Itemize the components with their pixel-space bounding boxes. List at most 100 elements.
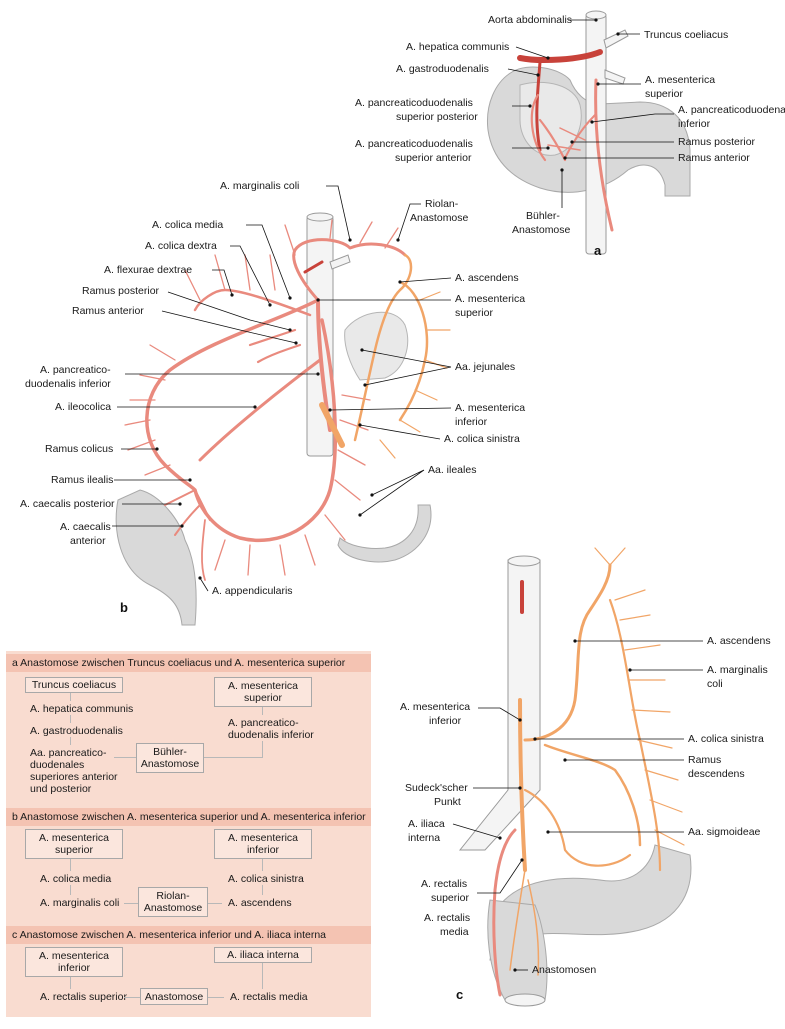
appendicularis [201, 519, 206, 581]
label-anastomosen: Anastomosen [532, 964, 596, 976]
connector [70, 737, 71, 745]
table-b-marg-coli: A. marginalis coli [40, 897, 120, 909]
dot [573, 639, 577, 643]
label-ascendens-c: A. ascendens [707, 635, 771, 647]
dot [536, 73, 540, 77]
dot [288, 296, 292, 300]
dot [518, 718, 522, 722]
label-pd-inferior-a-2: inferior [678, 118, 711, 130]
label-mes-sup-b-2: superior [455, 307, 493, 319]
dot [513, 968, 517, 972]
panel-a: a Aorta abdominalis Truncus coeliacus A.… [355, 10, 785, 258]
section-b-heading: b Anastomose zwischen A. mesenterica sup… [6, 808, 371, 826]
sma-origin-stub [303, 260, 324, 274]
label-sudeck-2: Punkt [434, 796, 461, 808]
dot [570, 140, 574, 144]
connector [204, 757, 263, 758]
leader [359, 424, 441, 440]
ileocolica-main [198, 358, 322, 462]
sma-a [594, 78, 614, 232]
label-iliaca-c: A. iliaca [408, 818, 445, 830]
connector [262, 859, 263, 871]
colica-sinistra-c [523, 563, 612, 742]
leader [515, 46, 549, 59]
connector [124, 903, 138, 904]
connector [262, 707, 263, 715]
truncus-stub [603, 29, 629, 49]
leader [452, 823, 501, 839]
label-appendicularis: A. appendicularis [212, 585, 293, 597]
label-riolan-2: Anastomose [410, 212, 469, 224]
panel-a-letter: a [594, 243, 602, 258]
label-truncus-coeliacus: Truncus coeliacus [644, 29, 728, 41]
dot [398, 280, 402, 284]
gastroduodenalis-artery [535, 60, 542, 152]
label-marg-coli-c: A. marginalis [707, 664, 768, 676]
leader [399, 277, 452, 283]
table-a-hep: A. hepatica communis [30, 703, 134, 715]
table-b-colica-media: A. colica media [40, 873, 112, 885]
colica-media-arc [292, 238, 407, 302]
anastomosis-summary-table: a Anastomose zwischen Truncus coeliacus … [6, 651, 371, 1017]
leader [591, 113, 674, 123]
dot [180, 524, 184, 528]
label-ramus-posterior-b: Ramus posterior [82, 285, 160, 297]
aorta-top-b [306, 212, 334, 222]
label-pd-sup-ant-2: superior anterior [395, 152, 472, 164]
connector [70, 693, 71, 701]
panel-c-letter: c [456, 987, 463, 1002]
label-mes-inf-c-2: inferior [429, 715, 462, 727]
dot [590, 120, 594, 124]
leader [477, 859, 523, 894]
vasa-recta-b [124, 219, 399, 576]
dot [358, 513, 362, 517]
label-ramus-desc-c: Ramus [688, 754, 721, 766]
label-colica-sinistra-b: A. colica sinistra [444, 433, 520, 445]
connector [70, 859, 71, 871]
section-a-heading: a Anastomose zwischen Truncus coeliacus … [6, 654, 371, 672]
label-hepatica-communis: A. hepatica communis [406, 41, 509, 53]
label-flexurae-dextrae: A. flexurae dextrae [104, 264, 192, 276]
dot [563, 758, 567, 762]
dot [358, 423, 362, 427]
leader [359, 469, 425, 516]
marg-coli-c [608, 598, 662, 872]
label-pd-sup-post: A. pancreaticoduodenalis [355, 97, 473, 109]
dot [533, 737, 537, 741]
label-marg-coli-c-2: coli [707, 678, 723, 690]
dot [560, 168, 564, 172]
caecum-shape [115, 489, 197, 626]
connector [262, 885, 263, 895]
dot [316, 298, 320, 302]
sigmoideae-c [523, 788, 632, 867]
label-ileocolica: A. ileocolica [55, 401, 111, 413]
dot [294, 341, 298, 345]
dot [546, 56, 550, 60]
rectum-end [504, 993, 546, 1007]
dot [268, 303, 272, 307]
leader [329, 407, 452, 411]
dot [528, 104, 532, 108]
dot [288, 328, 292, 332]
dot [596, 82, 600, 86]
label-ramus-colicus: Ramus colicus [45, 443, 113, 455]
label-buehler-2: Anastomose [512, 224, 571, 236]
ramus-anterior-b [256, 343, 302, 364]
label-buehler: Bühler- [526, 210, 560, 222]
box-truncus-coeliacus: Truncus coeliacus [25, 677, 123, 693]
dot [155, 447, 159, 451]
leader [199, 577, 209, 592]
dot [546, 146, 550, 150]
label-ramus-desc-c-2: descendens [688, 768, 745, 780]
connector [114, 757, 136, 758]
panel-b-letter: b [120, 600, 128, 615]
leader [167, 291, 291, 331]
dot [628, 668, 632, 672]
connector [124, 997, 140, 998]
ramus-ilealis [193, 488, 212, 522]
label-gastroduodenalis: A. gastroduodenalis [396, 63, 489, 75]
label-ramus-ilealis: Ramus ilealis [51, 474, 113, 486]
aorta-top-c [507, 555, 541, 567]
label-mes-sup-b: A. mesenterica [455, 293, 525, 305]
dot [616, 32, 620, 36]
